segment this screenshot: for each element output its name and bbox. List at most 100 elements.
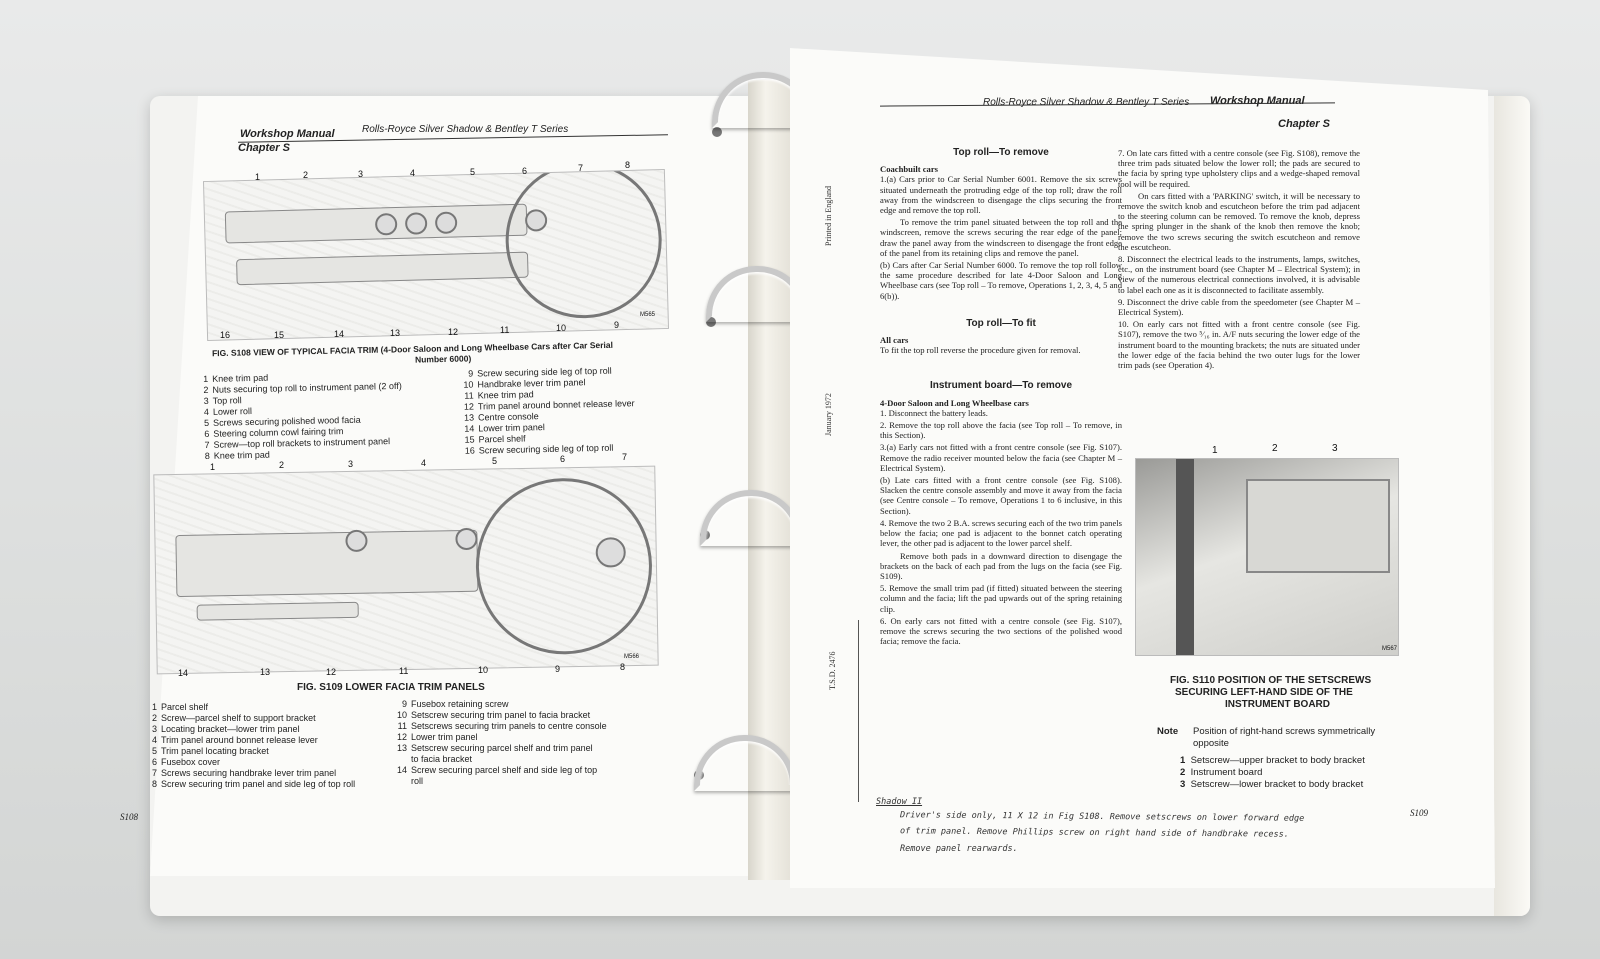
callout-top: 1 xyxy=(255,172,261,182)
side-note-printed: Printed in England xyxy=(824,186,833,246)
binder-edge xyxy=(1494,96,1530,916)
callout-top: 2 xyxy=(279,460,285,470)
subheading-coachbuilt: Coachbuilt cars xyxy=(880,164,939,175)
callout-top: 7 xyxy=(578,163,584,173)
left-header-subtitle: Rolls-Royce Silver Shadow & Bentley T Se… xyxy=(362,124,569,135)
callout-bottom: 10 xyxy=(556,323,567,333)
paragraph: 1.(a) Cars prior to Car Serial Number 60… xyxy=(880,174,1122,216)
right-page-number: S109 xyxy=(1410,808,1428,818)
instrument-board-edge xyxy=(1246,479,1390,573)
callout-bottom: 13 xyxy=(260,667,271,677)
callout-top: 6 xyxy=(522,166,528,176)
callout-top: 3 xyxy=(348,459,354,469)
callout-top: 1 xyxy=(210,462,216,472)
step: (b) Late cars fitted with a front centre… xyxy=(880,475,1122,516)
callout-top: 4 xyxy=(421,458,427,468)
figure-code: M566 xyxy=(624,654,640,660)
paragraph: On cars fitted with a 'PARKING' switch, … xyxy=(1118,190,1360,252)
left-header-title: Workshop Manual xyxy=(240,128,335,140)
paragraph: To remove the trim panel situated betwee… xyxy=(880,217,1122,258)
legend-item: to facia bracket xyxy=(411,754,473,764)
fig-s110-caption-3: INSTRUMENT BOARD xyxy=(1225,699,1330,710)
callout-top: 5 xyxy=(470,167,476,177)
callout-top: 5 xyxy=(492,456,498,466)
callout-top: 7 xyxy=(622,452,628,462)
callout-bottom: 15 xyxy=(274,330,285,340)
heading-top-roll-fit: Top roll—To fit xyxy=(966,317,1036,329)
legend-item: roll xyxy=(411,776,424,786)
fig-s109-illustration xyxy=(153,465,659,675)
subheading-4-door: 4-Door Saloon and Long Wheelbase cars xyxy=(880,397,1029,408)
figure-code: M565 xyxy=(640,312,656,318)
punch-hole xyxy=(706,317,716,327)
callout-bottom: 16 xyxy=(220,330,231,340)
callout-top: 6 xyxy=(560,454,566,464)
callout: 1 xyxy=(1212,445,1218,456)
legend-item: 1 Setscrew—upper bracket to body bracket xyxy=(1180,755,1365,766)
heading-top-roll-remove: Top roll—To remove xyxy=(953,147,1049,158)
right-header-subtitle: Rolls-Royce Silver Shadow & Bentley T Se… xyxy=(983,97,1190,108)
callout: 3 xyxy=(1332,443,1338,454)
steering-wheel xyxy=(503,168,664,321)
subheading-all-cars: All cars xyxy=(880,335,909,346)
callout-top: 4 xyxy=(410,168,416,178)
dash-lower-roll xyxy=(236,251,529,286)
margin-bracket xyxy=(858,620,859,802)
callout-bottom: 12 xyxy=(326,667,337,677)
side-note-tsd: T.S.D. 2476 xyxy=(828,651,837,690)
paragraph: To fit the top roll reverse the procedur… xyxy=(880,345,1081,356)
step: 3.(a) Early cars not fitted with a front… xyxy=(880,442,1122,473)
step: Remove both pads in a downward direction… xyxy=(880,550,1122,581)
legend-item: 2 Instrument board xyxy=(1180,767,1263,778)
fig-s108-caption-2: Number 6000) xyxy=(414,353,472,365)
callout-bottom: 11 xyxy=(500,325,510,335)
step: 1. Disconnect the battery leads. xyxy=(880,407,988,418)
right-header-chapter: Chapter S xyxy=(1278,118,1330,130)
fig-s110-photo xyxy=(1135,458,1399,656)
handwritten-line-3: Remove panel rearwards. xyxy=(900,844,1018,854)
door-pillar xyxy=(1176,459,1194,655)
step: 2. Remove the top roll above the facia (… xyxy=(880,420,1122,441)
figure-code: M567 xyxy=(1382,646,1398,652)
callout-bottom: 12 xyxy=(448,327,459,337)
callout-bottom: 13 xyxy=(390,328,401,338)
left-page-number: S108 xyxy=(120,812,138,822)
paragraph: (b) Cars after Car Serial Number 6000. T… xyxy=(880,260,1122,301)
step: 4. Remove the two 2 B.A. screws securing… xyxy=(880,517,1122,549)
note-text-2: opposite xyxy=(1193,738,1229,749)
paragraph: 7. On late cars fitted with a centre con… xyxy=(1118,148,1360,189)
callout-bottom: 10 xyxy=(478,665,489,675)
callout-top: 8 xyxy=(625,160,631,170)
paragraph: 8. Disconnect the electrical leads to th… xyxy=(1118,254,1360,295)
steering-wheel xyxy=(474,476,654,656)
right-header-title: Workshop Manual xyxy=(1210,95,1305,107)
step: 6. On early cars not fitted with a centr… xyxy=(880,615,1122,647)
handwritten-label: Shadow II xyxy=(876,797,923,807)
callout-bottom: 14 xyxy=(178,668,189,678)
callout-top: 2 xyxy=(303,170,309,180)
fig-s110-caption-1: FIG. S110 POSITION OF THE SETSCREWS xyxy=(1170,675,1372,686)
callout-bottom: 8 xyxy=(620,662,626,672)
note-label: Note xyxy=(1157,726,1179,737)
callout-bottom: 14 xyxy=(334,329,345,339)
heading-instrument-board-remove: Instrument board—To remove xyxy=(929,380,1073,392)
fig-s110-legend: 1 Setscrew—upper bracket to body bracket… xyxy=(1180,755,1365,791)
